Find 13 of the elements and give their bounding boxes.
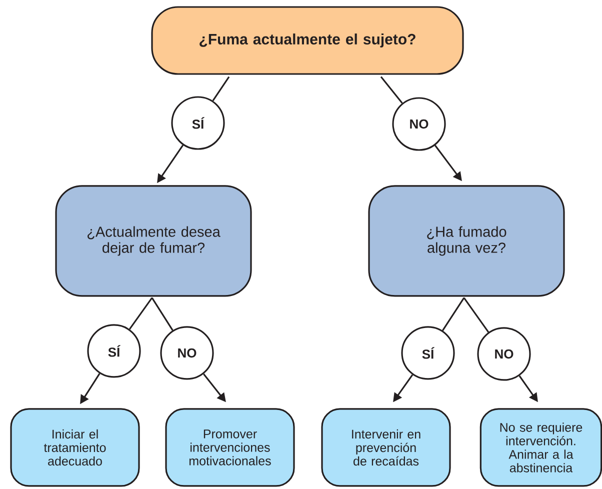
connector-line [128,297,153,330]
decision-box: ¿Actualmente desea dejar de fumar? [55,185,252,297]
outcome-box: Intervenir en prevención de recaídas [321,408,451,487]
connector-line [463,297,490,333]
decision-box: ¿Fuma actualmente el sujeto? [151,6,464,75]
connector-line [212,76,230,102]
connector-line [380,76,403,104]
connector-line [442,297,465,331]
outcome-box: Iniciar el tratamiento adecuado [10,408,140,487]
connector-line [151,297,174,331]
outcome-box: No se requiere intervención. Animar a la abstinencia [480,408,602,487]
outcome-box: Promover intervenciones motivacionales [165,408,295,487]
decision-box: ¿Ha fumado alguna vez? [368,185,565,297]
